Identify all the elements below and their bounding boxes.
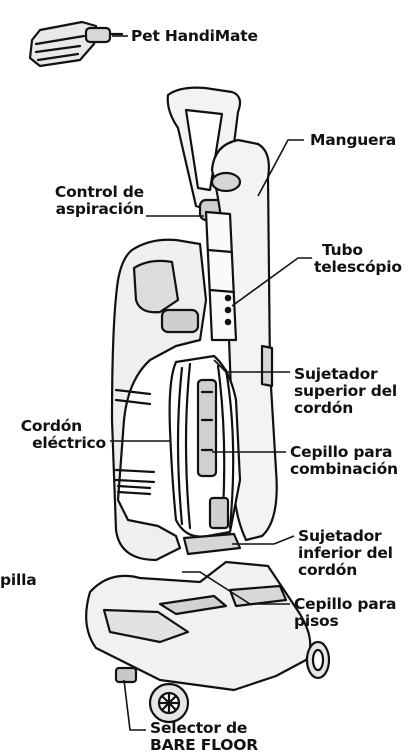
label-cropped-line1: pilla	[0, 572, 37, 589]
label-tubo-line1: Tubo	[314, 242, 402, 259]
label-sujetador-sup-line1: Sujetador	[294, 366, 397, 383]
pet-handimate-illustration	[30, 22, 122, 66]
label-sujetador-inf-line2: inferior del	[298, 545, 393, 562]
label-control-line1: Control de	[40, 184, 144, 201]
label-pet-handimate: Pet HandiMate	[131, 28, 258, 45]
label-sujetador-sup-line2: superior del	[294, 383, 397, 400]
label-pet-handimate-line1: Pet HandiMate	[131, 28, 258, 45]
label-sujetador-superior: Sujetador superior del cordón	[294, 366, 397, 417]
floor-nozzle-illustration	[86, 562, 310, 690]
telescopic-wand-illustration	[206, 212, 236, 340]
label-selector-bare-floor: Selector de BARE FLOOR	[150, 720, 258, 754]
label-cordon-line2: eléctrico	[6, 435, 106, 452]
label-manguera: Manguera	[310, 132, 396, 149]
label-combinacion-line2: combinación	[290, 461, 398, 478]
label-cepillo-pisos: Cepillo para pisos	[294, 596, 396, 630]
label-pisos-line2: pisos	[294, 613, 396, 630]
label-combinacion-line1: Cepillo para	[290, 444, 398, 461]
leader-sujetador-inf	[232, 536, 294, 544]
label-cropped-left: pilla	[0, 572, 37, 589]
label-cepillo-combinacion: Cepillo para combinación	[290, 444, 398, 478]
label-sujetador-sup-line3: cordón	[294, 400, 397, 417]
label-sujetador-inf-line1: Sujetador	[298, 528, 393, 545]
label-sujetador-inferior: Sujetador inferior del cordón	[298, 528, 393, 579]
label-tubo-line2: telescópio	[314, 259, 402, 276]
cord-coil-illustration	[170, 356, 240, 537]
label-control-aspiracion: Control de aspiración	[40, 184, 144, 218]
label-control-line2: aspiración	[40, 201, 144, 218]
label-selector-line2: BARE FLOOR	[150, 737, 258, 754]
label-pisos-line1: Cepillo para	[294, 596, 396, 613]
label-selector-line1: Selector de	[150, 720, 258, 737]
leader-selector	[124, 680, 146, 730]
label-cordon-electrico: Cordón eléctrico	[6, 418, 106, 452]
lower-cord-clip-illustration	[184, 534, 240, 554]
label-manguera-line1: Manguera	[310, 132, 396, 149]
label-tubo-telescopio: Tubo telescópio	[314, 242, 402, 276]
label-sujetador-inf-line3: cordón	[298, 562, 393, 579]
label-cordon-line1: Cordón	[6, 418, 106, 435]
